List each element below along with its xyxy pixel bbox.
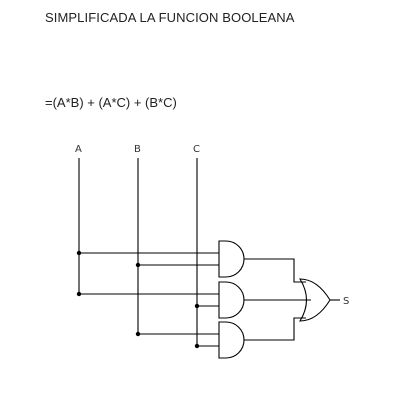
and-gate-1 <box>218 240 245 278</box>
junction-a-1 <box>76 250 82 256</box>
junction-c-1 <box>194 303 200 309</box>
junction-b-2 <box>135 331 141 337</box>
wire-and3-or <box>244 317 306 341</box>
input-label-c: C <box>193 144 200 155</box>
junction-c-2 <box>194 343 200 349</box>
or-gate <box>299 278 331 322</box>
wire-and1-or <box>244 258 306 283</box>
junction-a-2 <box>76 291 82 297</box>
output-label-s: S <box>343 296 349 307</box>
and-gate-3 <box>218 321 245 359</box>
page-title: SIMPLIFICADA LA FUNCION BOOLEANA <box>45 10 295 25</box>
junction-b-1 <box>135 262 141 268</box>
boolean-expression: =(A*B) + (A*C) + (B*C) <box>45 95 177 110</box>
input-label-a: A <box>75 144 82 155</box>
input-label-b: B <box>134 144 141 155</box>
and-gate-2 <box>218 281 245 319</box>
